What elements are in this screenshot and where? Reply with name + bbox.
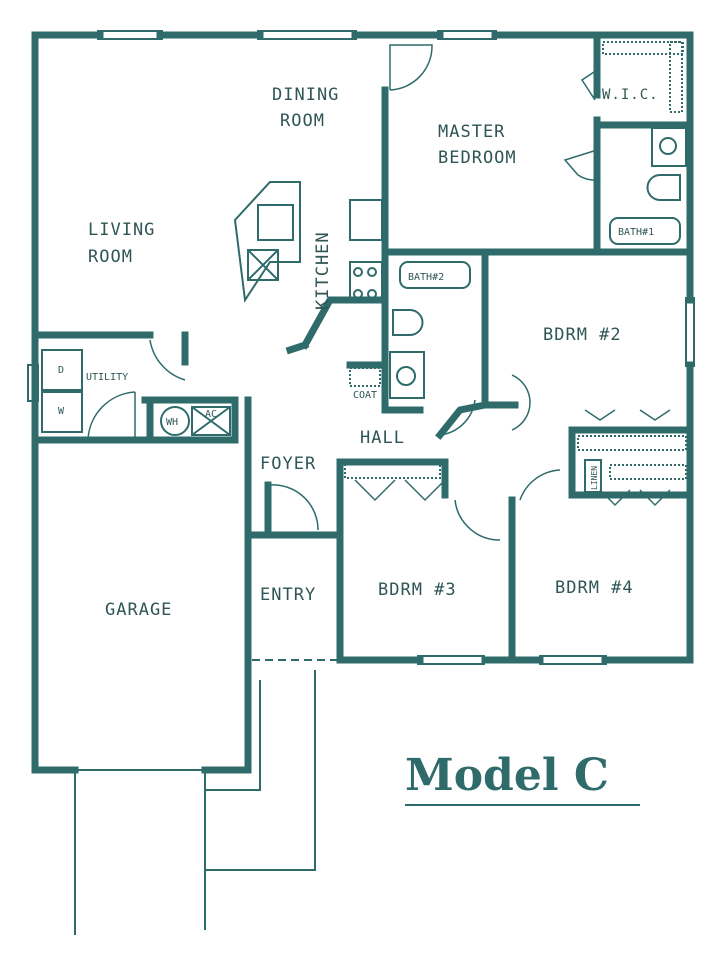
label-kitchen: KITCHEN <box>313 231 333 310</box>
kitchen-island <box>233 181 301 303</box>
label-bath1: BATH#1 <box>618 227 654 238</box>
label-water-heater: WH <box>166 417 178 428</box>
label-bath2: BATH#2 <box>408 272 444 283</box>
label-coat: COAT <box>353 390 377 401</box>
label-wic: W.I.C. <box>602 87 659 103</box>
label-dining: DINING <box>272 85 339 105</box>
label-living: LIVING <box>88 220 155 240</box>
label-bdrm3: BDRM #3 <box>378 580 457 600</box>
label-entry: ENTRY <box>260 585 316 605</box>
label-living-2: ROOM <box>88 247 133 267</box>
windows <box>27 30 695 665</box>
label-washer: W <box>58 406 65 417</box>
label-dryer: D <box>58 365 64 376</box>
label-ac: AC <box>205 409 217 420</box>
label-garage: GARAGE <box>105 600 172 620</box>
doors <box>87 44 671 541</box>
bathtub-2 <box>399 261 471 289</box>
model-title: Model C <box>405 750 609 801</box>
label-foyer: FOYER <box>260 454 316 474</box>
fixtures <box>41 41 687 935</box>
walls <box>31 31 694 774</box>
label-bdrm2: BDRM #2 <box>543 325 622 345</box>
label-dining-2: ROOM <box>280 111 325 131</box>
label-hall: HALL <box>360 428 405 448</box>
label-linen: LINEN <box>590 466 599 490</box>
label-master: MASTER <box>438 122 505 142</box>
labels: DINING ROOM LIVING ROOM KITCHEN MASTER B… <box>58 85 659 801</box>
label-utility: UTILITY <box>86 372 128 383</box>
label-bdrm4: BDRM #4 <box>555 578 634 598</box>
label-master-2: BEDROOM <box>438 148 517 168</box>
bathtub-1 <box>609 217 681 245</box>
